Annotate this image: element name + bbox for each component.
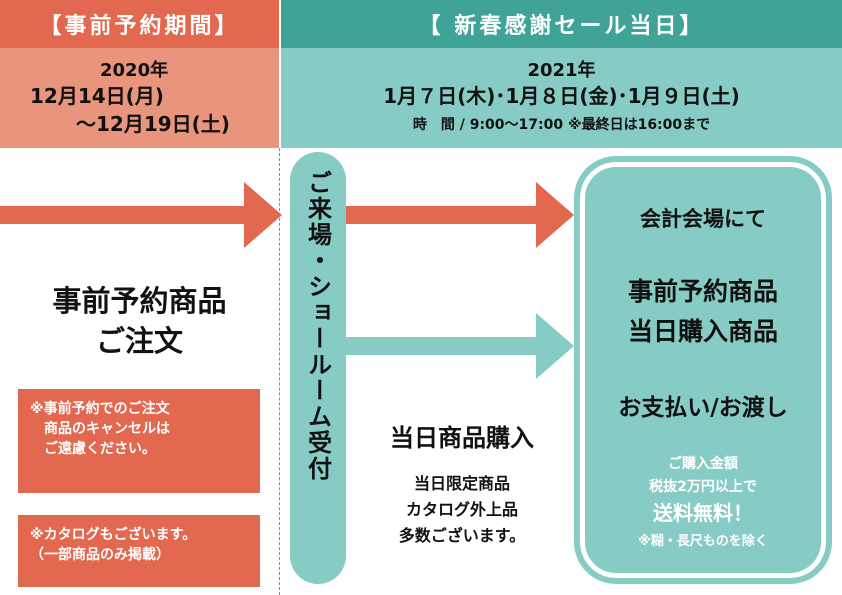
pre-order-year: 2020年 [100,60,169,81]
catalog-note-line1: ※カタログもございます。 [30,527,197,543]
cancellation-note: ※事前予約でのご注文 商品のキャンセルは ご遠慮ください。 [18,389,260,493]
showroom-reception-label: ご来場・ショールーム受付 [303,170,332,482]
sale-dates-panel [281,48,842,148]
same-day-line1: 当日限定商品 [413,474,510,493]
shipping-note-line1: ご購入金額 [668,456,738,472]
same-day-line3: 多数ございます。 [398,526,526,545]
sale-dates: 1月７日(木)･1月８日(金)･1月９日(土) [383,84,740,108]
pre-order-dates-panel [0,48,279,148]
payment-item-same-day: 当日購入商品 [627,317,778,346]
arrow-pill-to-payment-bottom [346,313,574,379]
arrow-pill-to-payment-top [346,182,574,248]
arrow-left-to-pill [0,182,282,248]
pre-order-start-date: 12月14日(月) [30,84,164,108]
pre-order-title-line1: 事前予約商品 [52,284,227,318]
free-shipping-label: 送料無料！ [653,501,753,525]
same-day-line2: カタログ外上品 [405,500,518,519]
sale-day-header: 【 新春感謝セール当日】 [281,0,842,48]
showroom-reception-pill [290,152,346,584]
shipping-note-line2: 税抜2万円以上で [649,479,757,495]
payment-item-payment-delivery: お支払い/お渡し [618,395,788,421]
sale-hours: 時 間 / 9:00～17:00 ※最終日は16:00まで [412,117,711,133]
catalog-note: ※カタログもございます。 （一部商品のみ掲載） [18,515,260,587]
catalog-note-line2: （一部商品のみ掲載） [30,547,170,563]
pre-order-end-date: ～12月19日(土) [76,112,230,136]
cancellation-note-line1: ※事前予約でのご注文 [30,401,170,417]
payment-counter-box [574,156,832,584]
pre-order-period-header: 【事前予約期間】 [0,0,279,48]
payment-heading: 会計会場にて [640,207,766,231]
same-day-purchase-title: 当日商品購入 [390,424,534,452]
sale-year: 2021年 [527,60,596,81]
cancellation-note-line2: 商品のキャンセルは [30,421,170,437]
period-divider [279,148,280,595]
cancellation-note-line3: ご遠慮ください。 [30,441,156,457]
payment-item-preorder: 事前予約商品 [627,277,778,306]
pre-order-title-line2: ご注文 [95,324,183,358]
shipping-exclusion-note: ※糊・長尺ものを除く [638,534,768,549]
